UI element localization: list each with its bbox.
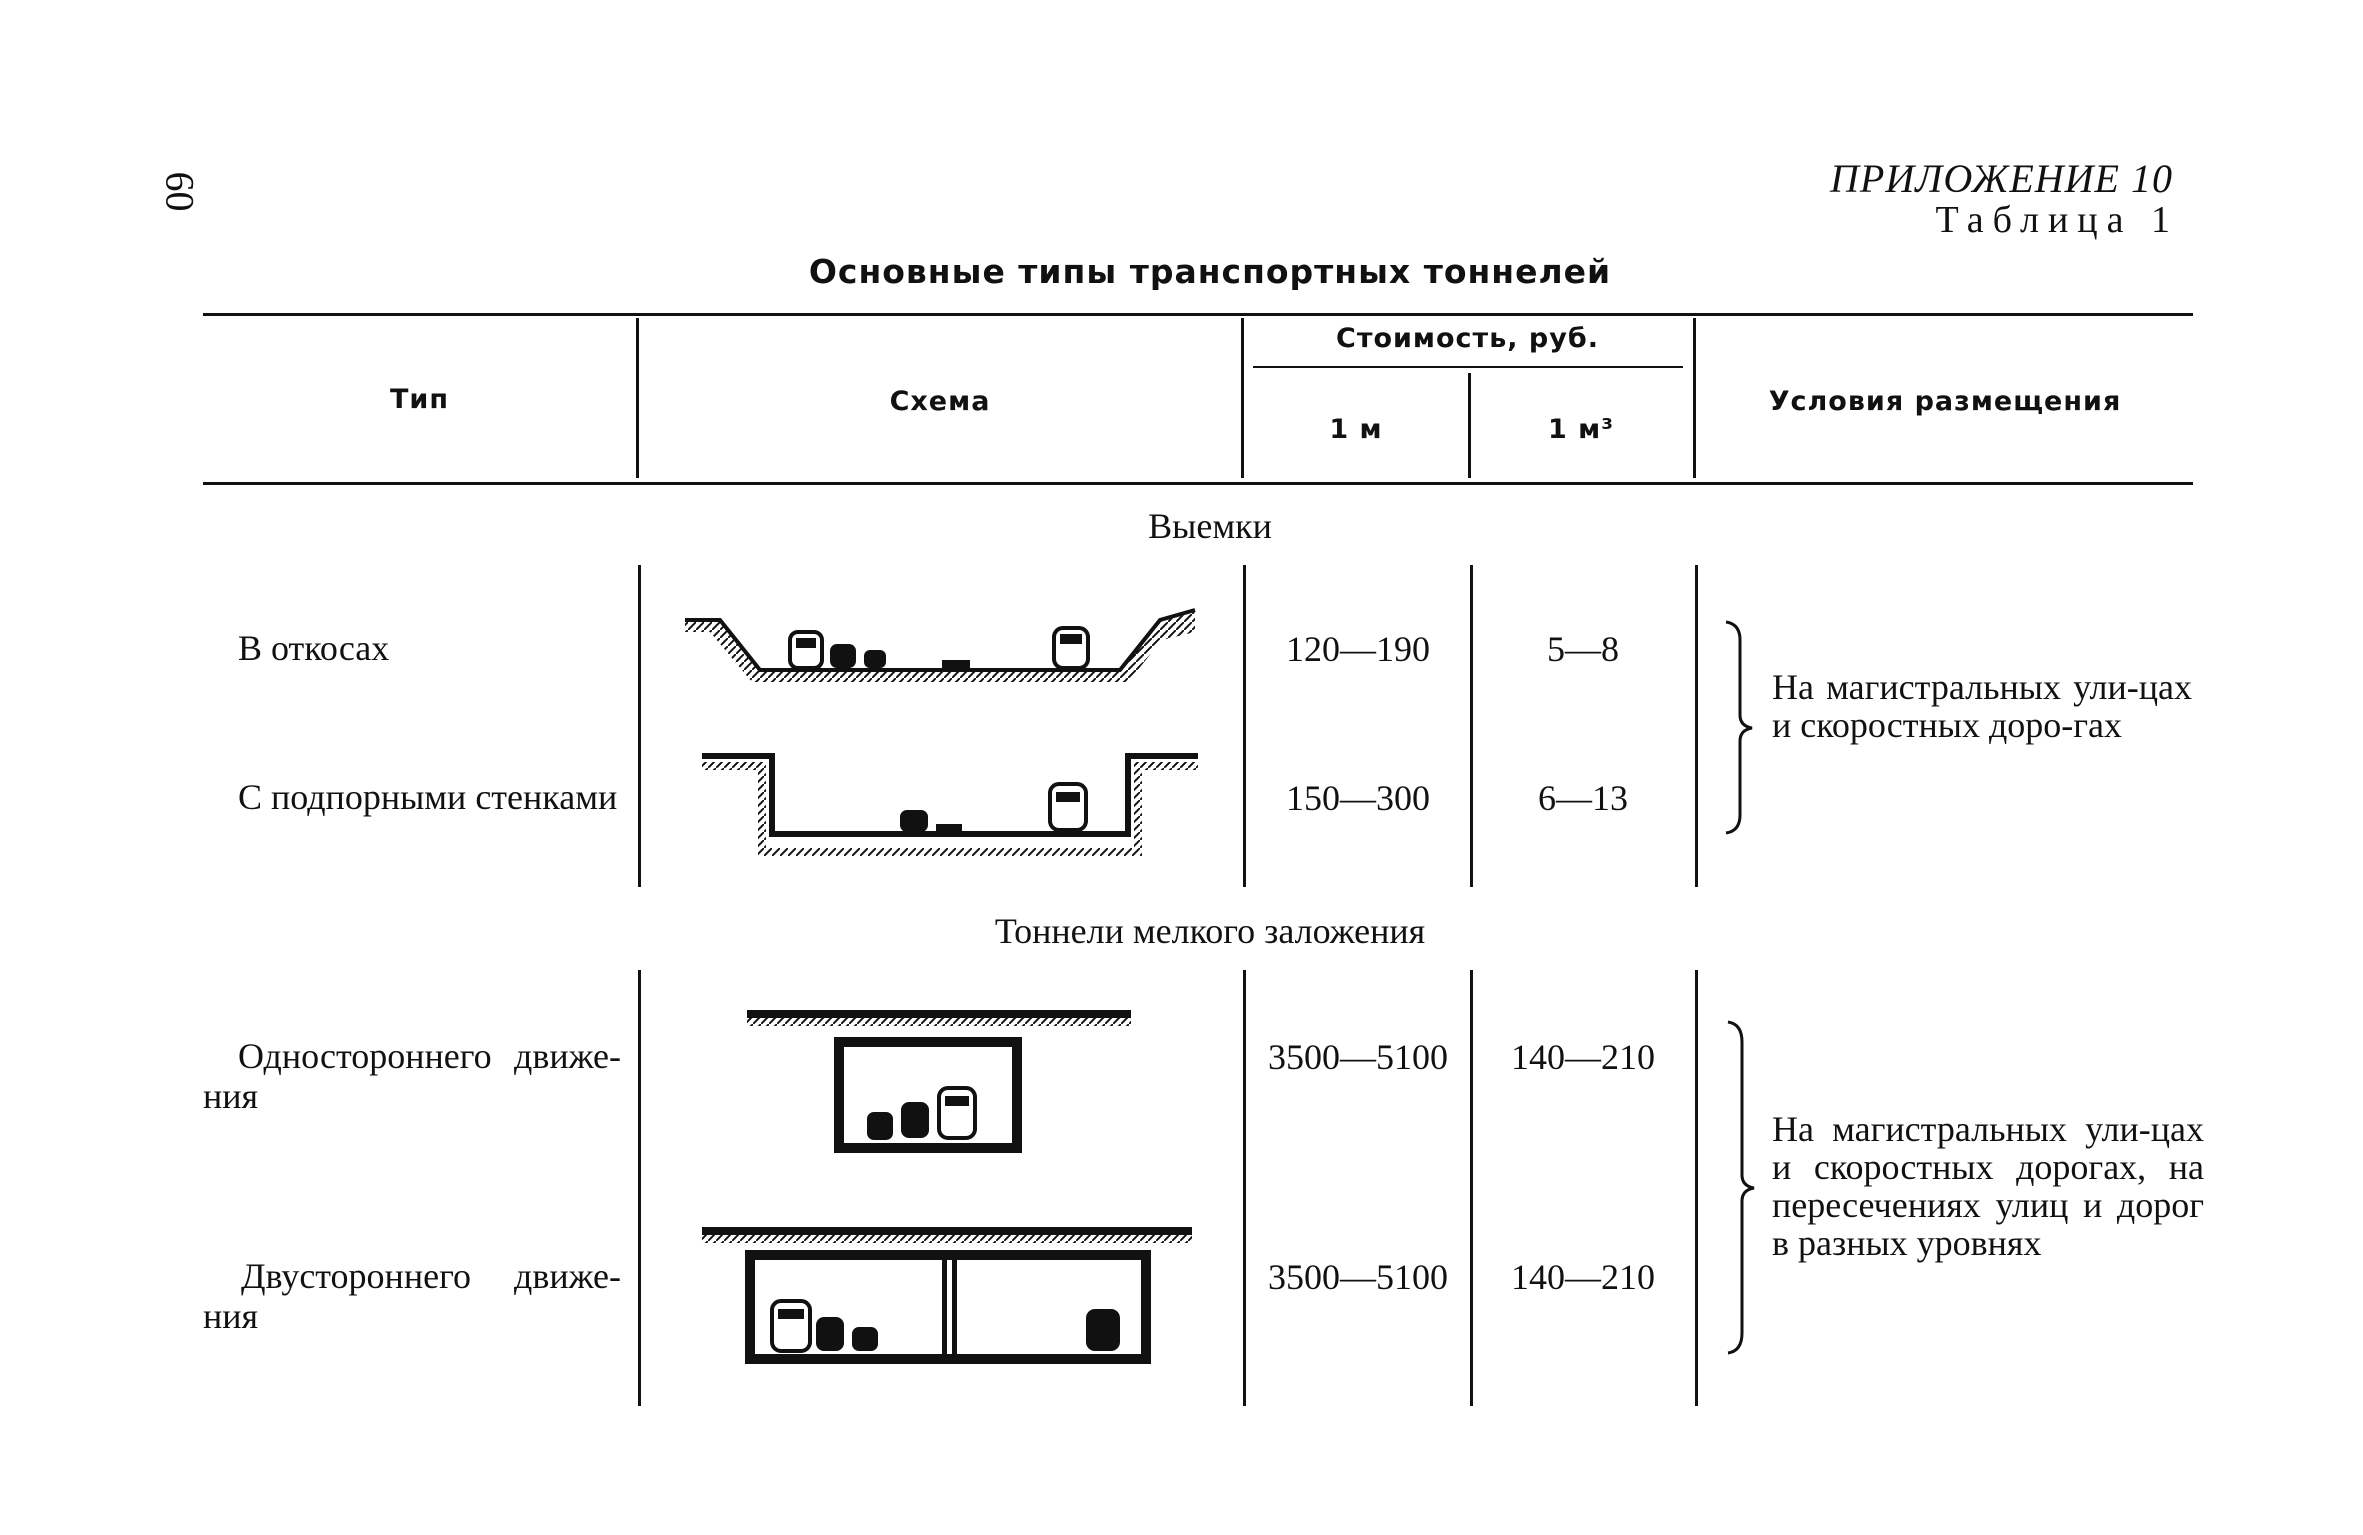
row-type: В откосах (238, 628, 390, 668)
conditions-text: На магистральных ули-цах и скоростных до… (1772, 1109, 2204, 1263)
column-divider (1695, 565, 1698, 887)
row-cost-m3: 6—13 (1538, 778, 1628, 818)
column-divider (638, 970, 641, 1406)
conditions-text: На магистральных ули-цах и скоростных до… (1772, 667, 2192, 745)
column-divider (1243, 970, 1246, 1406)
retaining-walls-scheme-icon (702, 753, 1198, 856)
header-divider (1241, 318, 1244, 478)
header-divider (1468, 373, 1471, 478)
row-cost-m: 150—300 (1286, 778, 1430, 818)
header-cost-per-m: 1 м (1329, 414, 1383, 445)
brace-icon (1727, 1020, 1755, 1355)
row-type: С подпорными стенками (238, 777, 618, 817)
header-divider (636, 318, 639, 478)
header-type: Тип (390, 384, 449, 415)
header-cost-per-m3: 1 м³ (1547, 414, 1615, 445)
row-cost-m: 3500—5100 (1268, 1037, 1448, 1077)
section-title-cuttings: Выемки (1148, 506, 1272, 546)
row-cost-m3: 140—210 (1511, 1257, 1655, 1297)
cutting-slopes-scheme-icon (685, 608, 1196, 682)
column-divider (1470, 970, 1473, 1406)
row-cost-m: 120—190 (1286, 629, 1430, 669)
header-cost: Стоимость, руб. (1336, 323, 1599, 354)
header-bottom-rule (203, 482, 2193, 485)
column-divider (1695, 970, 1698, 1406)
row-cost-m3: 5—8 (1547, 629, 1619, 669)
row-cost-m3: 140—210 (1511, 1037, 1655, 1077)
table-label: Таблица 1 (1935, 199, 2179, 241)
column-divider (638, 565, 641, 887)
brace-icon (1725, 620, 1753, 835)
table-title: Основные типы транспортных тоннелей (808, 252, 1612, 291)
cost-subheader-rule (1253, 366, 1683, 368)
column-divider (1243, 565, 1246, 887)
appendix-label: ПРИЛОЖЕНИЕ 10 (1830, 156, 2173, 201)
row-type: Двустороннего движе-ния (203, 1256, 621, 1336)
section-title-shallow-tunnels: Тоннели мелкого заложения (994, 911, 1426, 951)
row-type: Одностороннего движе-ния (203, 1036, 621, 1116)
header-conditions: Условия размещения (1768, 386, 2122, 417)
one-way-tunnel-scheme-icon (747, 1010, 1131, 1153)
table-top-rule (203, 313, 2193, 316)
header-divider (1693, 318, 1696, 478)
header-scheme: Схема (889, 386, 991, 417)
row-cost-m: 3500—5100 (1268, 1257, 1448, 1297)
column-divider (1470, 565, 1473, 887)
page-number: 60 (157, 171, 203, 212)
two-way-tunnel-scheme-icon (702, 1227, 1192, 1364)
